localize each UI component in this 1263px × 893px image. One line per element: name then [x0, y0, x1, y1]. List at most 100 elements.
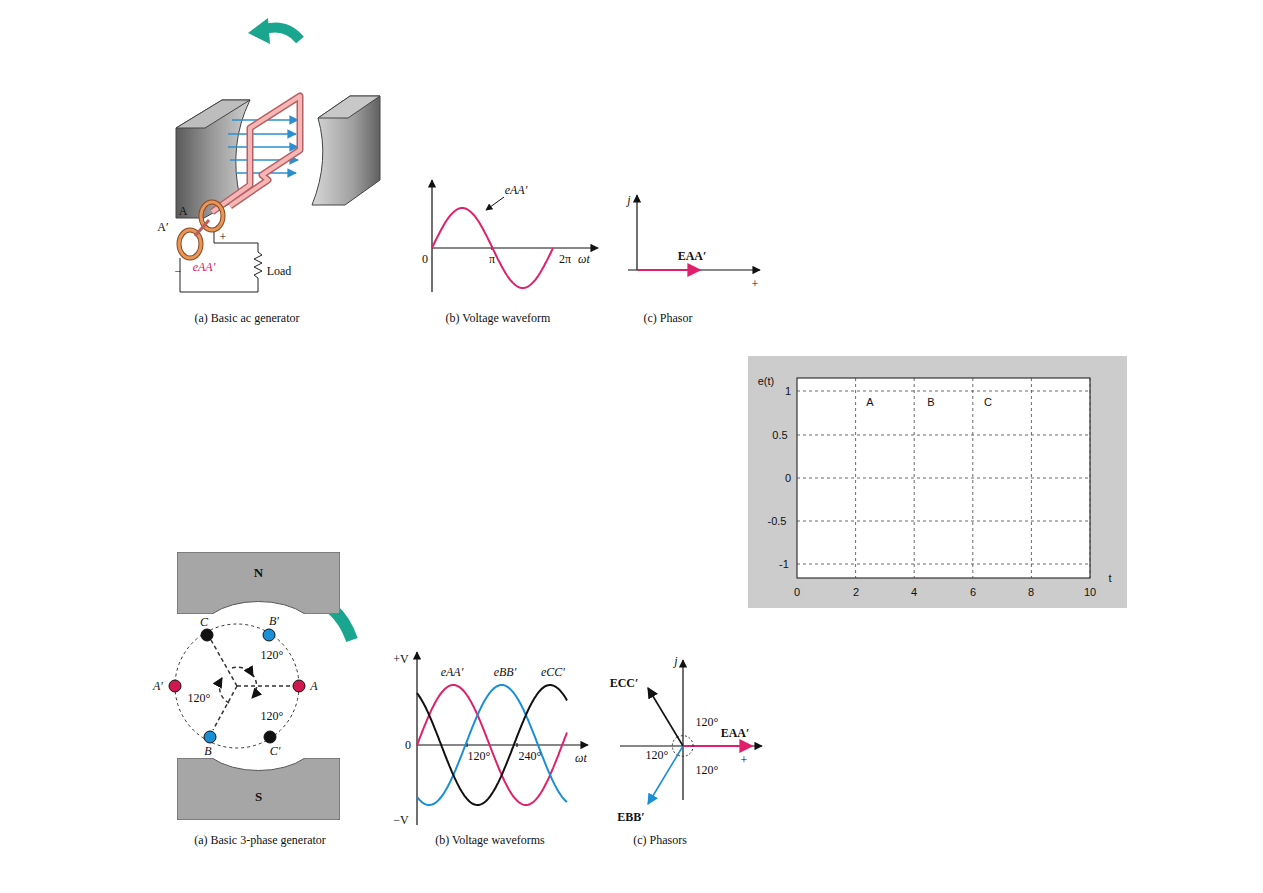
caption: (c) Phasor: [644, 312, 693, 324]
axis-tick: π: [489, 253, 495, 265]
phasor-axes: [628, 195, 760, 270]
caption: (c) Phasors: [633, 834, 687, 846]
axis-tick: 240°: [519, 750, 542, 762]
three-phase-waves: [417, 685, 567, 805]
conductor-label: C′: [270, 745, 281, 757]
axis-tick: 120°: [468, 750, 491, 762]
axis-tick: 0: [785, 473, 791, 484]
phasor-label: ECC′: [610, 677, 639, 689]
load-label: Load: [267, 265, 292, 277]
axis-tick: 2: [853, 587, 859, 598]
waveform-curve: [417, 685, 567, 805]
axis-tick: 0.5: [772, 430, 787, 441]
axis-tick: 4: [911, 587, 917, 598]
axis-label: j: [674, 655, 677, 667]
axis-label: t: [1108, 573, 1111, 584]
axis-tick: 1: [785, 386, 791, 397]
waveform-curve: [417, 685, 567, 805]
caption: (b) Voltage waveform: [446, 312, 551, 324]
phasor-label: EBB′: [617, 811, 644, 823]
angle-label: 120°: [645, 749, 670, 761]
axis-label: e(t): [758, 376, 775, 387]
phasor-axes: [620, 660, 762, 800]
rotating-loop: [212, 96, 300, 212]
curve-label: eAA′: [440, 666, 465, 678]
axis-tick: +V: [393, 653, 408, 665]
phase-label: B: [926, 397, 935, 408]
curve-label: eAA′: [504, 184, 529, 196]
waveform-axes: [432, 180, 598, 292]
voltage-label: eAA′: [193, 261, 216, 273]
phase-label: C: [983, 397, 993, 408]
axis-label: +: [752, 278, 759, 290]
rotor-circle: [175, 624, 299, 748]
conductor-label: B′: [269, 615, 279, 627]
load-circuit: [180, 232, 262, 292]
angle-label: 120°: [260, 649, 285, 661]
conductor-dots: [169, 629, 305, 743]
leader-line: [486, 197, 504, 210]
axis-tick: 10: [1084, 587, 1096, 598]
rotation-arrowhead: [248, 18, 270, 44]
axis-label: +: [741, 754, 748, 766]
magnet-pole: S: [177, 758, 340, 820]
axis-tick: 6: [970, 587, 976, 598]
pole-letter: N: [177, 552, 340, 581]
grid-line: [797, 564, 1090, 565]
terminal-label: A′: [157, 221, 168, 233]
sine-wave: [432, 208, 553, 288]
caption: (a) Basic 3-phase generator: [194, 834, 326, 846]
conductor-label: A′: [153, 680, 163, 692]
axis-tick: 8: [1028, 587, 1034, 598]
angle-label: 120°: [695, 716, 720, 728]
phasor-label: EAA′: [721, 727, 750, 739]
phase-label: A: [865, 397, 874, 408]
terminal-label: A: [179, 205, 188, 217]
plot-area: [797, 378, 1090, 578]
polarity-sign: +: [220, 231, 227, 243]
magnet-right: [312, 96, 380, 205]
plot-panel: [748, 356, 1127, 608]
angle-label: 120°: [260, 710, 285, 722]
conductor-label: B: [204, 745, 211, 757]
grid-line: [797, 435, 1090, 436]
phasor-label: EAA′: [678, 250, 707, 262]
curve-label: eBB′: [493, 666, 518, 678]
waveform-axes: [417, 652, 588, 825]
pole-letter: S: [177, 758, 340, 805]
plot-grid: [797, 378, 1090, 578]
axis-tick: −V: [393, 814, 408, 826]
magnet-pole: N: [177, 552, 340, 614]
field-lines: [228, 120, 298, 173]
axis-tick: -0.5: [768, 516, 787, 527]
axis-tick: 0: [422, 253, 428, 265]
polarity-sign: −: [175, 265, 182, 277]
angle-label: 120°: [695, 764, 720, 776]
axis-label: ωt: [578, 253, 590, 265]
axis-tick: -1: [779, 559, 789, 570]
caption: (b) Voltage waveforms: [435, 834, 545, 846]
phasor-arrow: [637, 269, 700, 271]
grid-line: [797, 391, 1090, 392]
axis-label: ωt: [575, 752, 587, 764]
grid-line: [855, 378, 856, 578]
grid-line: [797, 478, 1090, 479]
conductor-label: A: [310, 680, 317, 692]
phasor-arrow: [648, 688, 683, 746]
caption: (a) Basic ac generator: [195, 312, 300, 324]
axis-label: j: [627, 194, 630, 206]
axis-tick: 0: [405, 739, 411, 751]
angle-arcs: [672, 736, 693, 757]
curve-label: eCC′: [540, 666, 566, 678]
conductor-label: C: [200, 616, 208, 628]
angle-label: 120°: [187, 692, 212, 704]
coil-spokes: [211, 640, 291, 730]
axis-tick: 0: [794, 587, 800, 598]
pole-outline: [177, 552, 340, 614]
waveform-curve: [432, 208, 553, 288]
waveform-curve: [417, 685, 567, 805]
axis-tick: 2π: [559, 253, 571, 265]
grid-line: [797, 521, 1090, 522]
slip-rings: [179, 202, 223, 258]
